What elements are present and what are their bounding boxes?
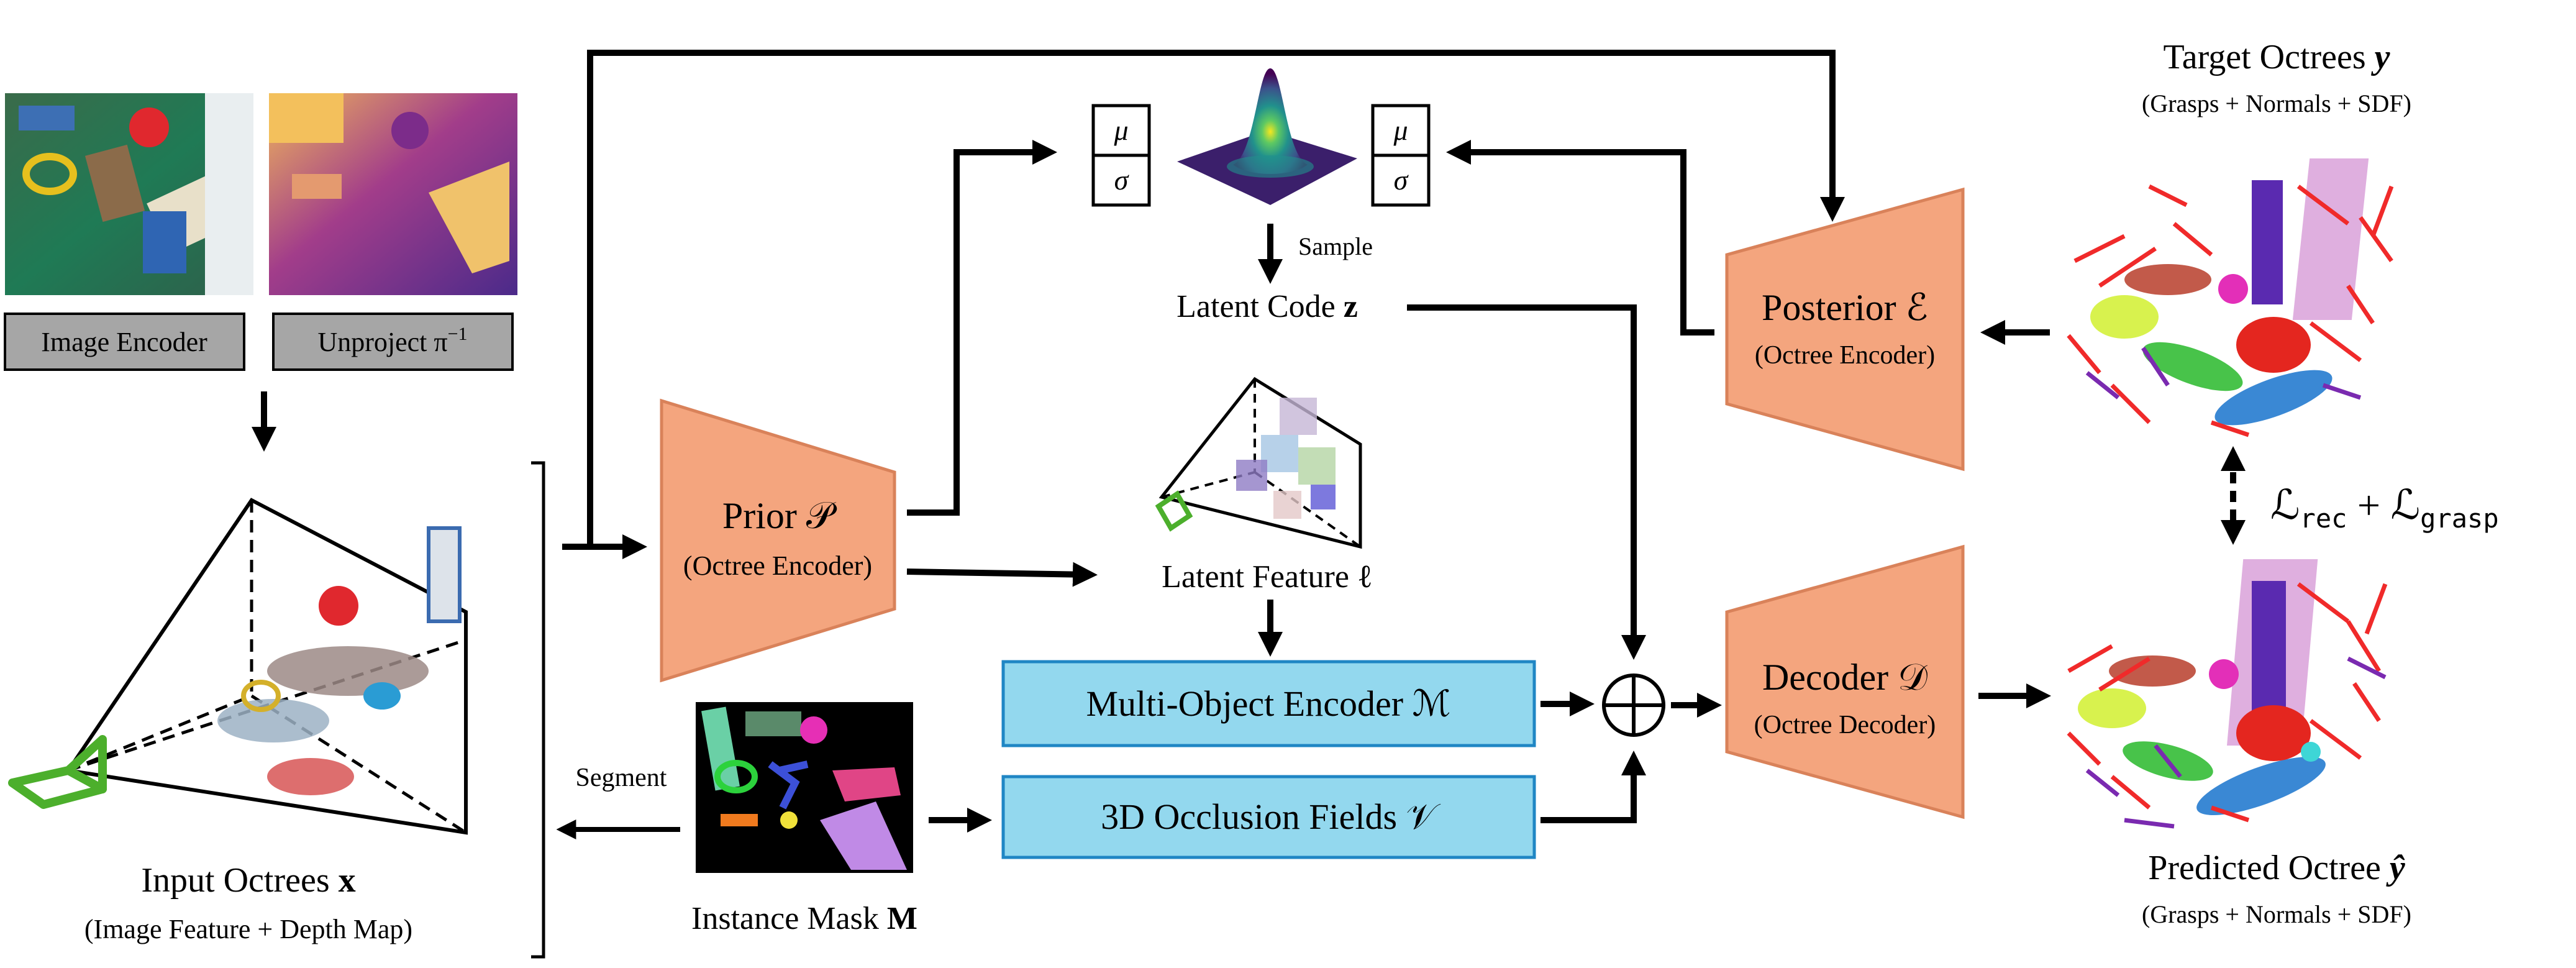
input-octrees-title-text: Input Octrees: [141, 861, 338, 900]
multi-object-encoder-label: Multi-Object Encoder ℳ: [1086, 683, 1450, 724]
target-title: Target Octrees y: [2163, 38, 2390, 76]
arrow-prior-to-latent-feature: [906, 562, 1098, 587]
prior-title: Prior 𝒫: [722, 495, 837, 536]
input-octrees-subtitle: (Image Feature + Depth Map): [84, 914, 412, 944]
latent-code-symbol: z: [1344, 289, 1358, 324]
unproject-superscript: −1: [448, 324, 468, 344]
decoder: Decoder 𝒟 (Octree Decoder): [1725, 544, 1965, 820]
target-title-text: Target Octrees: [2163, 38, 2374, 76]
loss-label: ℒrec + ℒgrasp: [2270, 483, 2499, 534]
occlusion-fields-label: 3D Occlusion Fields 𝒱: [1101, 797, 1440, 837]
unproject-box: Unproject π−1: [272, 313, 514, 371]
latent-code-label: Latent Code z: [1176, 289, 1358, 324]
posterior-sigma: σ: [1394, 164, 1409, 196]
instance-mask-symbol: M: [887, 901, 917, 936]
rgb-input-image: [5, 93, 253, 295]
loss-prefix: ℒ: [2270, 483, 2300, 528]
input-octrees-title: Input Octrees x: [141, 861, 355, 900]
target-subtitle: (Grasps + Normals + SDF): [2142, 89, 2411, 117]
posterior-subtitle: (Octree Encoder): [1755, 341, 1935, 370]
instance-mask-label: Instance Mask M: [691, 901, 917, 936]
predicted-subtitle: (Grasps + Normals + SDF): [2142, 900, 2411, 928]
unproject-label-text: Unproject π−1: [317, 324, 467, 357]
unproject-label: Unproject π: [317, 327, 447, 357]
decoder-subtitle: (Octree Decoder): [1754, 711, 1936, 739]
loss-plus: + ℒ: [2347, 483, 2420, 528]
decoder-title: Decoder 𝒟: [1762, 657, 1927, 698]
arrow-prior-to-musigma: [907, 140, 1057, 516]
input-bracket: [531, 461, 545, 959]
prior-sigma: σ: [1114, 164, 1130, 196]
latent-feature-label: Latent Feature ℓ: [1162, 559, 1373, 595]
arrow-posterior-to-musigma: [1446, 140, 1714, 336]
depth-input-image: [269, 93, 517, 295]
image-encoder-label: Image Encoder: [41, 327, 207, 357]
target-symbol: y: [2371, 38, 2391, 76]
posterior-title: Posterior ℰ: [1762, 287, 1928, 328]
posterior-musigma-box: μ σ: [1371, 104, 1431, 207]
prior-subtitle: (Octree Encoder): [683, 550, 872, 581]
instance-mask-image: [696, 702, 913, 873]
input-octree-frustum: [8, 498, 468, 835]
predicted-title: Predicted Octree ŷ: [2148, 849, 2406, 887]
input-octrees-symbol: x: [339, 861, 356, 900]
arrow-occlusion-to-combine: [1541, 751, 1646, 823]
latent-code-text: Latent Code: [1176, 289, 1344, 324]
loss-rec: rec: [2300, 503, 2347, 534]
multi-object-encoder-box: Multi-Object Encoder ℳ: [1001, 660, 1536, 747]
gaussian-distribution-icon: [1177, 68, 1357, 205]
predicted-octree-render: [2067, 559, 2388, 829]
latent-feature-frustum: [1155, 377, 1362, 549]
target-octree-render: [2067, 158, 2394, 437]
prior-encoder: Prior 𝒫 (Octree Encoder): [660, 398, 896, 683]
segment-label: Segment: [576, 764, 667, 792]
posterior-mu: μ: [1393, 114, 1408, 146]
prior-musigma-box: μ σ: [1091, 104, 1151, 207]
loss-grasp: grasp: [2420, 503, 2498, 534]
arrow-latent-code-to-combine: [1407, 304, 1646, 660]
combine-operator: [1602, 673, 1665, 737]
prior-mu: μ: [1113, 114, 1128, 146]
arrow-top-loop: [587, 50, 1845, 547]
predicted-symbol: ŷ: [2386, 849, 2406, 887]
instance-mask-text: Instance Mask: [691, 901, 887, 936]
predicted-title-text: Predicted Octree: [2148, 849, 2390, 887]
occlusion-fields-box: 3D Occlusion Fields 𝒱: [1001, 775, 1536, 859]
posterior-encoder: Posterior ℰ (Octree Encoder): [1725, 187, 1965, 472]
image-encoder-box: Image Encoder: [4, 313, 245, 371]
sample-label: Sample: [1298, 232, 1373, 260]
